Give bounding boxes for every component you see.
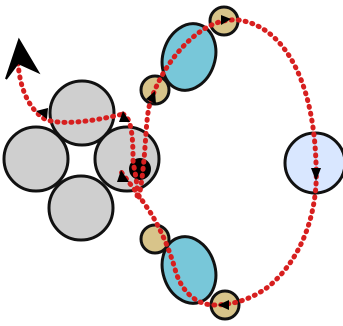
sphere-left <box>2 125 70 193</box>
direction-arrows <box>36 15 321 310</box>
sphere-cluster <box>2 79 161 242</box>
sphere-top <box>48 79 116 147</box>
big-arrowhead-icon <box>5 37 41 80</box>
direction-arrow-icon <box>146 91 156 104</box>
path-top-left <box>15 60 126 125</box>
direction-arrow-icon <box>311 168 321 181</box>
blue-ellipse-top <box>160 22 218 92</box>
direction-arrow-icon <box>117 170 129 182</box>
sphere-bottom <box>47 174 115 242</box>
direction-arrow-icon <box>119 111 130 122</box>
direction-arrow-icon <box>221 15 231 25</box>
tan-node-upper-left <box>139 74 171 106</box>
direction-arrow-icon <box>36 108 48 119</box>
direction-arrow-icon <box>218 300 229 310</box>
